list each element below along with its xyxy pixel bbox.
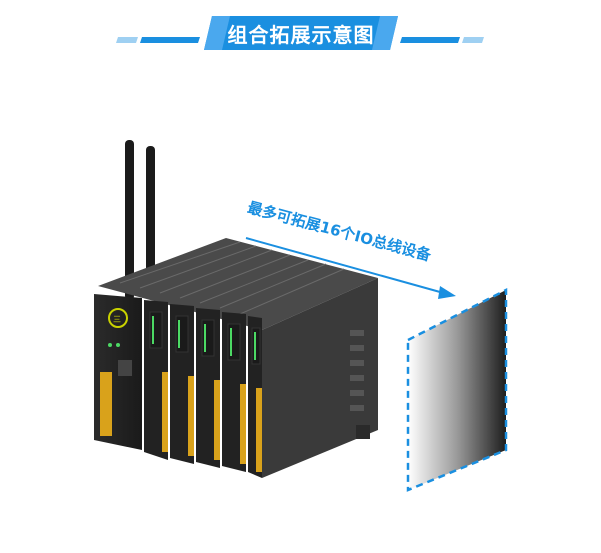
svg-text:三: 三 [113, 315, 121, 324]
logo-icon [108, 308, 128, 328]
arrow-head-icon [438, 286, 456, 299]
plc-controller-icon: 三 [94, 140, 378, 478]
antenna-1-icon [125, 140, 134, 300]
expansion-placeholder-icon [406, 287, 508, 492]
banner-graphic [116, 16, 484, 50]
io-module-4 [222, 312, 246, 472]
arrow-line [245, 237, 441, 293]
banner-left-dash-1 [116, 37, 138, 43]
device-top [98, 238, 378, 330]
banner-pill [204, 16, 398, 50]
antenna-2-icon [146, 146, 155, 296]
io-module-5 [248, 316, 262, 478]
banner-title: 组合拓展示意图 [227, 22, 375, 47]
io-module-3 [196, 308, 220, 468]
banner-right-dash-2 [462, 37, 484, 43]
banner: 组合拓展示意图 [0, 0, 601, 60]
io-module-2 [170, 304, 194, 464]
banner-right-dash-1 [400, 37, 460, 43]
banner-left-dash-2 [140, 37, 200, 43]
banner-pill-left-cap [204, 16, 230, 50]
io-module-1 [144, 300, 168, 460]
banner-pill-right-cap [372, 16, 398, 50]
device-side [262, 278, 378, 478]
